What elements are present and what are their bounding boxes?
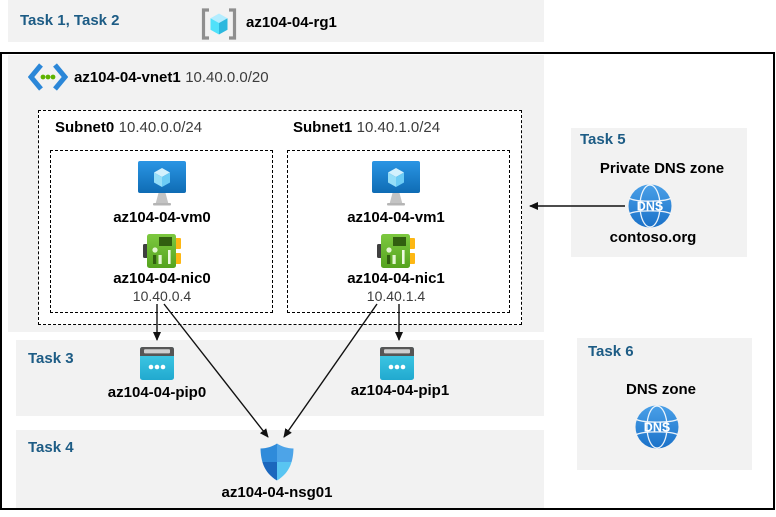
subnet0-box bbox=[50, 150, 273, 313]
resource-group-label: az104-04-rg1 bbox=[246, 14, 337, 31]
outer-frame bbox=[0, 52, 775, 510]
vnet-cidr: 10.40.0.0/20 bbox=[185, 69, 269, 86]
task5-label: Task 5 bbox=[580, 131, 626, 148]
task6-label: Task 6 bbox=[588, 343, 634, 360]
subnet1-cidr: 10.40.1.0/24 bbox=[356, 119, 441, 136]
dns-zone-title: DNS zone bbox=[625, 381, 697, 398]
virtual-network-icon bbox=[27, 62, 69, 92]
vnet-name: az104-04-vnet1 bbox=[74, 69, 181, 86]
subnet0-cidr: 10.40.0.0/24 bbox=[118, 119, 203, 136]
contoso-zone-label: contoso.org bbox=[609, 229, 697, 246]
vnet-header: az104-04-vnet1 10.40.0.0/20 bbox=[74, 69, 269, 87]
resource-group-icon bbox=[200, 8, 238, 40]
task6-box bbox=[577, 338, 752, 470]
nic1-ip: 10.40.1.4 bbox=[366, 288, 426, 304]
nic0-ip: 10.40.0.4 bbox=[132, 288, 192, 304]
subnet1-header: Subnet1 10.40.1.0/24 bbox=[293, 119, 440, 137]
subnet0-header: Subnet0 10.40.0.0/24 bbox=[55, 119, 202, 137]
nic0-icon bbox=[142, 233, 182, 269]
private-dns-zone-title: Private DNS zone bbox=[599, 160, 725, 177]
vm1-label: az104-04-vm1 bbox=[347, 209, 445, 226]
task1-task2-label: Task 1, Task 2 bbox=[20, 12, 120, 29]
subnet0-name: Subnet0 bbox=[55, 119, 115, 136]
private-dns-icon: DNS bbox=[628, 184, 672, 228]
task3-label: Task 3 bbox=[28, 350, 74, 367]
nic1-label: az104-04-nic1 bbox=[347, 270, 445, 287]
nic1-icon bbox=[376, 233, 416, 269]
vm0-label: az104-04-vm0 bbox=[113, 209, 211, 226]
vm0-icon bbox=[138, 161, 186, 207]
subnets-container bbox=[38, 110, 522, 325]
dns-zone-icon: DNS bbox=[635, 405, 679, 449]
private-dns-icon-text: DNS bbox=[637, 200, 663, 214]
vm1-icon bbox=[372, 161, 420, 207]
nsg-shield-icon bbox=[260, 443, 294, 481]
task4-label: Task 4 bbox=[28, 439, 74, 456]
top-band bbox=[8, 0, 544, 42]
subnet1-name: Subnet1 bbox=[293, 119, 353, 136]
nsg-label: az104-04-nsg01 bbox=[221, 484, 333, 501]
pip1-icon bbox=[380, 347, 414, 380]
dns-zone-icon-text: DNS bbox=[644, 421, 670, 435]
task3-band bbox=[16, 340, 544, 416]
nic0-label: az104-04-nic0 bbox=[113, 270, 211, 287]
